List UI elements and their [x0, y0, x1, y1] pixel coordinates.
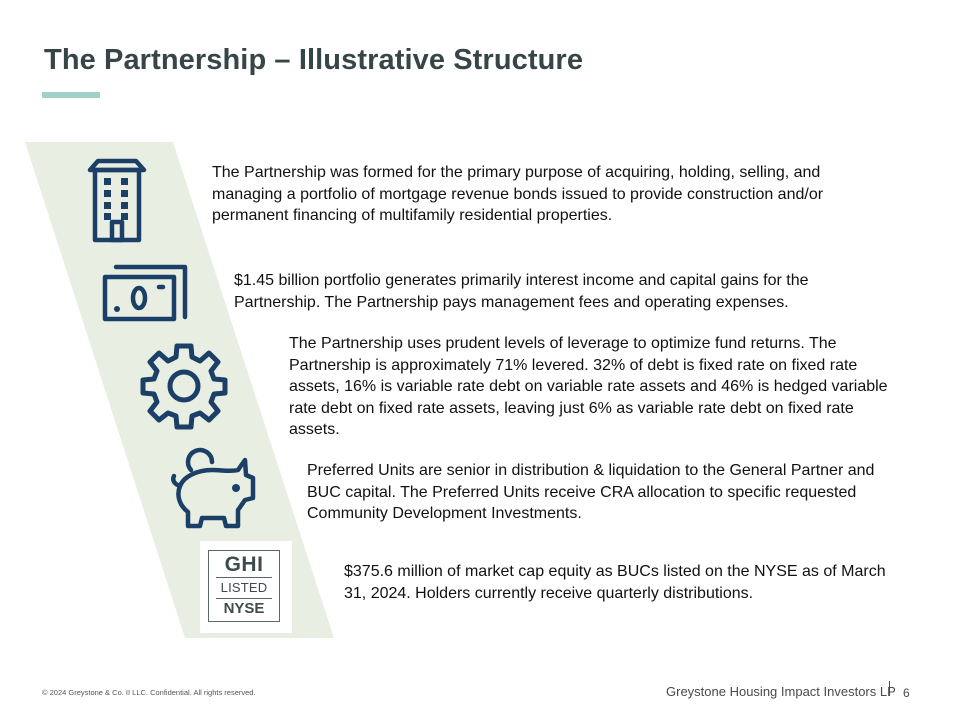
money-bill-icon — [102, 264, 188, 322]
footer-separator — [889, 681, 890, 696]
badge-listed: LISTED — [220, 580, 268, 595]
page-number: 6 — [903, 686, 910, 700]
badge-ticker: GHI — [224, 553, 264, 576]
footer-copyright: © 2024 Greystone & Co. II LLC. Confident… — [42, 688, 256, 697]
badge-divider — [216, 598, 272, 599]
page-title: The Partnership – Illustrative Structure — [44, 44, 584, 76]
building-icon — [87, 158, 147, 243]
item-text-leverage: The Partnership uses prudent levels of l… — [289, 335, 888, 438]
piggy-bank-icon — [171, 447, 256, 529]
item-text-portfolio: $1.45 billion portfolio generates primar… — [234, 272, 809, 311]
item-text-formation: The Partnership was formed for the prima… — [212, 164, 824, 224]
badge-divider — [216, 577, 272, 578]
footer-company-name: Greystone Housing Impact Investors LP — [666, 684, 896, 699]
gear-icon — [140, 343, 228, 430]
ghi-listed-nyse-badge: GHI LISTED NYSE — [200, 541, 292, 633]
item-text-market-cap: $375.6 million of market cap equity as B… — [344, 563, 886, 602]
item-text-preferred-units: Preferred Units are senior in distributi… — [307, 462, 875, 522]
badge-exchange: NYSE — [223, 600, 265, 617]
title-accent-rule — [42, 92, 100, 98]
ghi-badge-box: GHI LISTED NYSE — [208, 550, 280, 622]
